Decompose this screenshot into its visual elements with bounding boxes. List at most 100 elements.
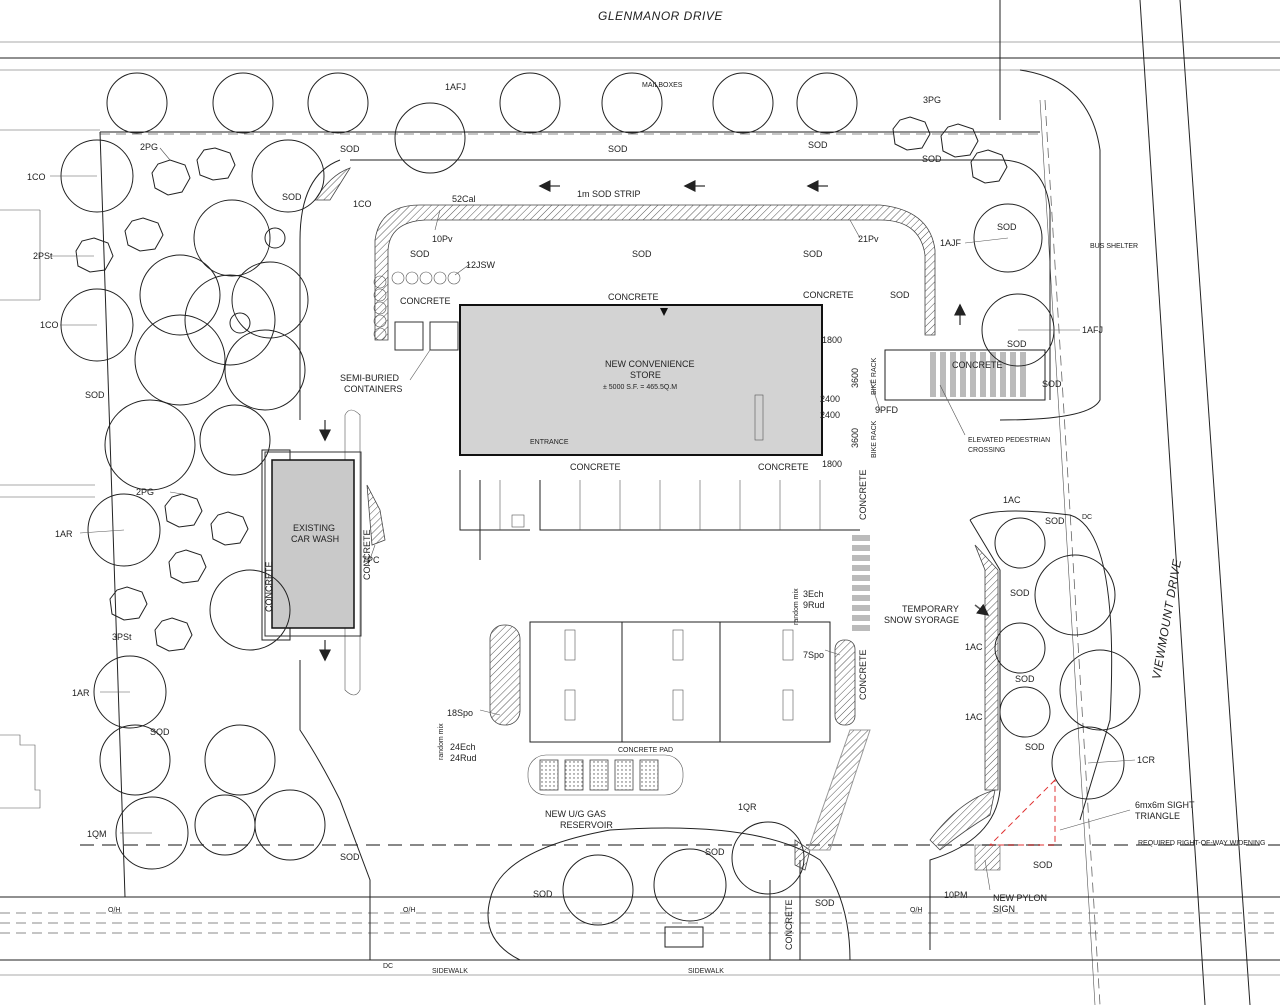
mailboxes-label: MAILBOXES (642, 82, 683, 89)
sod-label: SOD (803, 249, 823, 259)
sod-label: SOD (1007, 339, 1027, 349)
plant-tag: 1AFJ (445, 82, 466, 92)
sod-label: SOD (282, 192, 302, 202)
concrete-label: CONCRETE (608, 292, 659, 302)
random-mix-label: random mix (793, 588, 800, 625)
existing-trees (60, 72, 1141, 926)
store-label-2: STORE (630, 370, 661, 380)
concrete-label: CONCRETE (570, 462, 621, 472)
concrete-label: CONCRETE (858, 649, 868, 700)
concrete-label: CONCRETE (858, 469, 868, 520)
sod-label: SOD (1045, 516, 1065, 526)
random-mix-label: random mix (438, 723, 445, 760)
plant-tag: 1CO (40, 320, 59, 330)
dimension-label: 1800 (822, 459, 842, 469)
labels: GLENMANOR DRIVE VIEWMOUNT DRIVE NEW CONV… (27, 9, 1265, 975)
plant-tag: 1CO (27, 172, 46, 182)
leader-lines (50, 147, 1136, 891)
sod-label: SOD (890, 290, 910, 300)
plant-tag: 52Cal (452, 194, 476, 204)
gas-canopy (527, 621, 831, 948)
sod-label: SOD (608, 144, 628, 154)
plant-tag: 3PG (923, 95, 941, 105)
sidewalk-label: SIDEWALK (688, 968, 724, 975)
sod-label: SOD (922, 154, 942, 164)
coniferous-trees (75, 116, 1008, 652)
plant-tag: 24Ech (450, 742, 476, 752)
plant-tag: 1QM (87, 829, 107, 839)
street-viewmount: VIEWMOUNT DRIVE (1149, 557, 1184, 680)
sod-label: SOD (1010, 588, 1030, 598)
crosswalks (807, 349, 1046, 851)
concrete-label: CONCRETE (952, 360, 1003, 370)
plant-tag: 2PG (136, 487, 154, 497)
site-curbs (261, 69, 1113, 961)
snow-storage-label-1: TEMPORARY (902, 604, 959, 614)
sod-strip-label: 1m SOD STRIP (577, 189, 641, 199)
dimension-label: 2400 (820, 394, 840, 404)
bus-shelter-label: BUS SHELTER (1090, 243, 1138, 250)
concrete-label: CONCRETE (758, 462, 809, 472)
entrance-label: ENTRANCE (530, 439, 569, 446)
plant-tag: 9PFD (875, 405, 899, 415)
buildings (264, 304, 823, 637)
sod-label: SOD (815, 898, 835, 908)
oh-label: O/H (108, 907, 120, 914)
sight-triangle-label-1: 6mx6m SIGHT (1135, 800, 1195, 810)
plant-tag: 7PC (362, 555, 380, 565)
concrete-label: CONCRETE (362, 529, 372, 580)
concrete-pad-label: CONCRETE PAD (618, 747, 673, 754)
plant-tag: 1CR (1137, 755, 1156, 765)
plant-tag: 1AC (1003, 495, 1021, 505)
plant-tag: 1AFJ (1082, 325, 1103, 335)
sod-label: SOD (1033, 860, 1053, 870)
elevated-crossing-label-1: ELEVATED PEDESTRIAN (968, 437, 1050, 444)
sod-label: SOD (1015, 674, 1035, 684)
concrete-label: CONCRETE (803, 290, 854, 300)
plant-tag: 1QR (738, 802, 757, 812)
pylon-sign-label-2: SIGN (993, 904, 1015, 914)
snow-storage-label-2: SNOW SYORAGE (884, 615, 959, 625)
sod-label: SOD (997, 222, 1017, 232)
sod-label: SOD (1042, 379, 1062, 389)
elevated-crossing-label-2: CROSSING (968, 447, 1005, 454)
plant-tag: 1CO (353, 199, 372, 209)
bike-rack-label: BIKE RACK (871, 357, 878, 395)
store-label-3: ± 5000 S.F. = 465.5Q.M (603, 384, 677, 391)
planting-beds (314, 167, 999, 871)
parking-stalls (499, 480, 821, 530)
plant-tag: 1AR (55, 529, 73, 539)
sod-label: SOD (533, 889, 553, 899)
pylon-sign-label-1: NEW PYLON (993, 893, 1047, 903)
sidewalk-label: SIDEWALK (432, 968, 468, 975)
plant-tag: 10PM (944, 890, 968, 900)
plant-tag: 9Rud (803, 600, 825, 610)
dimension-label: 3600 (850, 428, 860, 448)
sod-label: SOD (150, 727, 170, 737)
sod-label: SOD (340, 852, 360, 862)
dc-label: DC (1082, 514, 1092, 521)
semi-buried-label-2: CONTAINERS (344, 384, 402, 394)
gas-reservoir-label-2: RESERVOIR (560, 820, 613, 830)
plant-tag: 1AC (965, 642, 983, 652)
plant-tag: 24Rud (450, 753, 477, 763)
sod-label: SOD (340, 144, 360, 154)
concrete-label: CONCRETE (784, 899, 794, 950)
dimension-label: 1800 (822, 335, 842, 345)
store-label-1: NEW CONVENIENCE (605, 359, 695, 369)
plant-tag: 3PSt (112, 632, 132, 642)
convenience-store (459, 304, 823, 456)
oh-label: O/H (910, 907, 922, 914)
plant-tag: 3Ech (803, 589, 824, 599)
dimension-label: 2400 (820, 410, 840, 420)
plant-tag: 10Pv (432, 234, 453, 244)
existing-car-wash (271, 459, 355, 629)
street-glenmanor: GLENMANOR DRIVE (598, 9, 723, 23)
sod-label: SOD (85, 390, 105, 400)
plant-tag: 12JSW (466, 260, 496, 270)
sod-label: SOD (410, 249, 430, 259)
dimension-label: 3600 (850, 368, 860, 388)
plant-tag: 7Spo (803, 650, 824, 660)
